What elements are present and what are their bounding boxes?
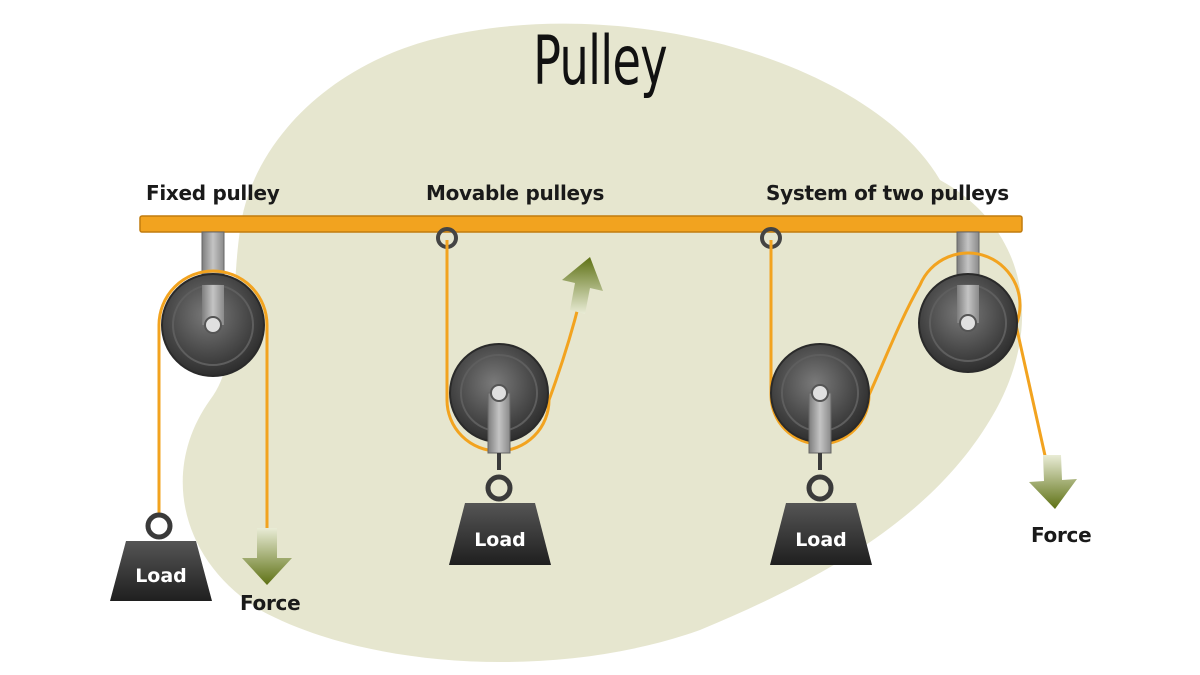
movable-pulley-rope — [445, 240, 582, 453]
force-arrow-icon — [562, 257, 603, 314]
load-weight-icon — [110, 541, 212, 601]
force-arrow-icon — [1029, 455, 1077, 509]
axle-icon — [811, 384, 829, 402]
axle-icon — [490, 384, 508, 402]
fixed-pulley-rope — [157, 269, 269, 530]
two-pulley-system-assembly — [760, 227, 1077, 565]
fixed-pulley-assembly — [110, 231, 292, 601]
axle-icon — [959, 314, 977, 332]
load-weight-icon — [770, 503, 872, 565]
hook-icon — [806, 474, 834, 502]
page-title: Pulley — [533, 22, 667, 101]
movable-pulleys-label: Movable pulleys — [426, 181, 605, 205]
top-beam — [139, 215, 1023, 233]
hook-icon — [145, 512, 173, 540]
hook-icon — [485, 474, 513, 502]
fixed-load-label: Load — [135, 565, 187, 587]
fixed-force-label: Force — [240, 591, 301, 615]
background-blob — [182, 23, 1023, 663]
movable-pulley-assembly — [436, 227, 603, 565]
two-pulley-system-label: System of two pulleys — [766, 181, 1009, 205]
axle-icon — [204, 316, 222, 334]
load-weight-icon — [449, 503, 551, 565]
force-arrow-icon — [242, 528, 292, 585]
system-load-label: Load — [795, 529, 847, 551]
two-pulley-rope — [769, 240, 1048, 461]
system-force-label: Force — [1031, 523, 1092, 547]
movable-load-label: Load — [474, 529, 526, 551]
fixed-pulley-label: Fixed pulley — [146, 181, 280, 205]
